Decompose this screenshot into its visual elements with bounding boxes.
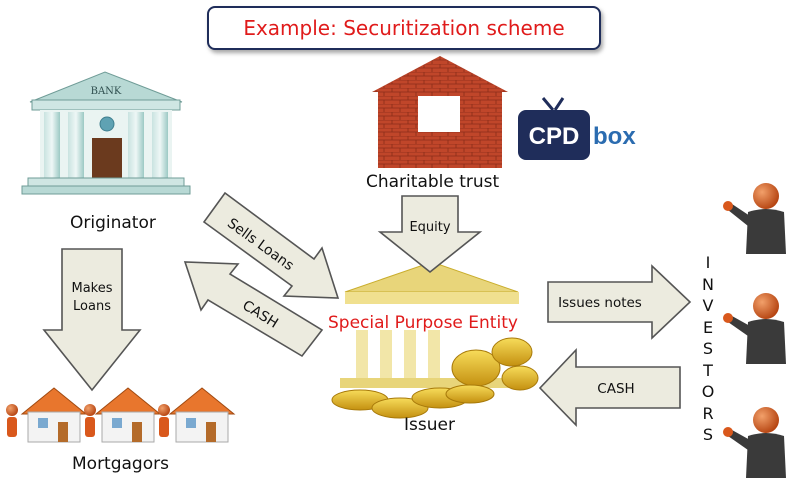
investor-figure-3 [723, 407, 786, 478]
cash-from-investors-label: CASH [597, 381, 634, 397]
spe-building-illustration [340, 261, 524, 388]
equity-arrow [377, 195, 483, 274]
house-icon [168, 387, 236, 443]
investors-letter: T [703, 360, 713, 380]
issues-notes-label: Issues notes [558, 295, 642, 311]
charitable-trust-label: Charitable trust [366, 172, 500, 192]
makes-loans-label-line1: Makes [71, 281, 112, 296]
investors-letter: E [702, 317, 714, 337]
spe-label: Special Purpose Entity [328, 313, 518, 333]
small-person-icon [158, 404, 170, 437]
brick-house-illustration [372, 56, 508, 168]
diagram-title: Example: Securitization scheme [243, 16, 565, 40]
investors-letter: N [702, 274, 714, 294]
investor-figure-1 [723, 183, 786, 254]
issues-notes-arrow [547, 264, 692, 340]
investors-letter: I [705, 253, 711, 272]
sells-loans-arrow [202, 191, 340, 299]
makes-loans-label-line2: Loans [73, 299, 111, 314]
bank-sign-text: BANK [91, 86, 122, 97]
small-person-icon [6, 404, 18, 437]
mortgagor-houses-illustration [6, 387, 236, 443]
investors-letter: V [702, 296, 714, 315]
cpdbox-logo: CPD box [518, 97, 636, 160]
investors-letter: S [702, 339, 714, 358]
investors-letter: R [702, 403, 714, 423]
equity-label: Equity [409, 220, 450, 235]
gold-coins-illustration [331, 337, 539, 419]
investors-letter: O [701, 382, 715, 401]
title-box: Example: Securitization scheme [207, 6, 601, 50]
mortgagors-label: Mortgagors [72, 454, 169, 474]
logo-text-box: box [593, 123, 636, 150]
logo-text-cpd: CPD [529, 123, 580, 150]
investor-figure-2 [723, 293, 786, 364]
house-icon [20, 387, 88, 443]
makes-loans-arrow [42, 248, 142, 392]
cash-to-originator-arrow [183, 261, 324, 358]
investors-label: I N V E S T O R S [698, 252, 718, 446]
bank-illustration [21, 71, 191, 195]
investors-letter: S [702, 425, 714, 444]
cash-from-investors-arrow [538, 347, 681, 427]
issuer-label: Issuer [404, 415, 455, 435]
small-person-icon [84, 404, 96, 437]
house-icon [94, 387, 162, 443]
originator-label: Originator [70, 213, 156, 233]
